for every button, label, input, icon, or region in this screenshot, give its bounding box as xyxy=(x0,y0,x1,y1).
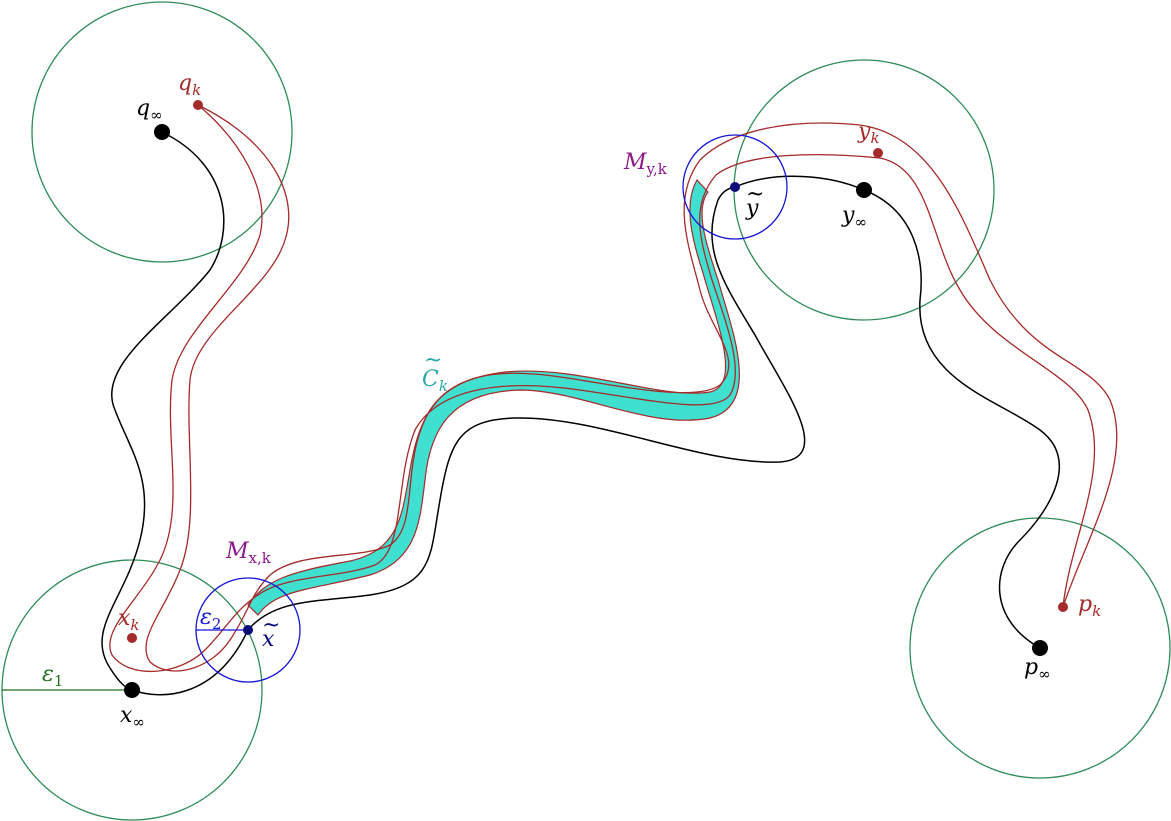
point-p-k xyxy=(1058,602,1068,612)
point-y-inf xyxy=(856,182,872,198)
curve-y-to-p xyxy=(863,189,1060,649)
point-x-k xyxy=(127,633,137,643)
label-p-inf: p∞ xyxy=(1024,655,1051,683)
label-c-k: Ck xyxy=(422,367,448,395)
label-c-k-mark: ~ xyxy=(424,348,442,373)
label-y-k: yk xyxy=(857,119,880,147)
point-y-k xyxy=(873,148,883,158)
label-x-k: xk xyxy=(118,606,140,634)
small-circle-y xyxy=(682,134,788,240)
label-m-y-k: My,k xyxy=(623,150,668,178)
point-p-inf xyxy=(1032,640,1048,656)
curve-ytilde-to-y xyxy=(734,175,865,191)
neighborhood-circle-p xyxy=(909,517,1171,779)
point-y-tilde xyxy=(730,182,740,192)
label-x-inf: x∞ xyxy=(120,703,145,731)
point-x-tilde xyxy=(243,625,253,635)
label-y-tilde: y xyxy=(745,196,759,221)
point-x-inf xyxy=(124,682,140,698)
curve-q-to-x xyxy=(101,131,225,691)
label-p-k: pk xyxy=(1078,592,1101,620)
point-q-k xyxy=(193,100,203,110)
label-m-x-k: Mx,k xyxy=(225,539,272,567)
label-x-tilde-mark: ~ xyxy=(262,613,280,638)
label-y-tilde-mark: ~ xyxy=(746,182,764,207)
curve-x-to-xtilde xyxy=(131,629,249,696)
label-x-tilde: x xyxy=(262,627,275,652)
label-y-inf: y∞ xyxy=(841,203,867,231)
label-eps2: ε2 xyxy=(200,605,221,633)
red-curve-outer xyxy=(145,104,1118,672)
point-q-inf xyxy=(154,124,170,140)
neighborhood-circle-q xyxy=(31,1,293,263)
label-q-k: qk xyxy=(178,71,201,99)
strip-c-k xyxy=(247,178,740,616)
label-eps1: ε1 xyxy=(42,662,63,690)
curve-xtilde-to-ytilde xyxy=(247,186,806,631)
label-q-inf: q∞ xyxy=(136,96,163,124)
red-curve-inner xyxy=(109,104,1096,673)
